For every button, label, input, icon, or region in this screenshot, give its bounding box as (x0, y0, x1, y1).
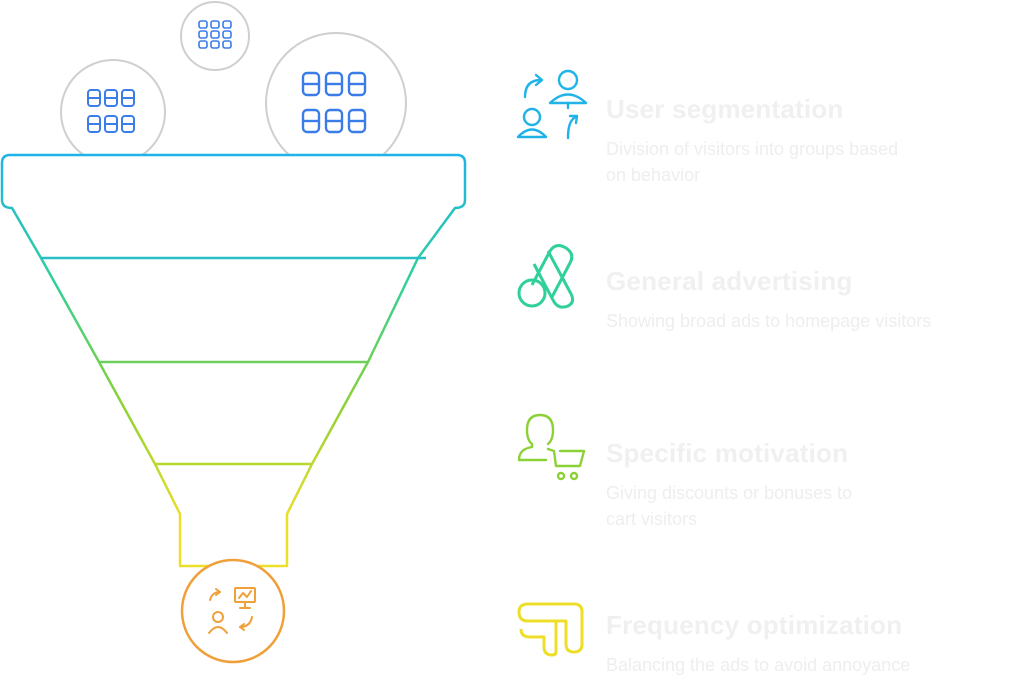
funnel-body (0, 153, 467, 568)
description-line: Giving discounts or bonuses to (606, 483, 853, 503)
grid-icon (198, 20, 232, 49)
step-user-segmentation: User segmentation Division of visitors i… (606, 94, 1016, 188)
step-general-advertising: General advertising Showing broad ads to… (606, 266, 1016, 334)
step-specific-motivation: Specific motivation Giving discounts or … (606, 438, 1016, 532)
step-title: Specific motivation (606, 438, 849, 468)
step-title: Frequency optimization (606, 610, 903, 640)
step-description: Division of visitors into groups based o… (606, 136, 1016, 188)
description-line: Balancing the ads to avoid annoyance (606, 655, 911, 675)
step-description: Giving discounts or bonuses to cart visi… (606, 480, 1016, 532)
description-line: Showing broad ads to homepage visitors (606, 311, 932, 331)
user-dashboard-icon (208, 587, 256, 634)
description-line: Division of visitors into groups based (606, 139, 899, 159)
step-title: User segmentation (606, 94, 844, 124)
step-description: Showing broad ads to homepage visitors (606, 308, 1016, 334)
ads-logo-icon (517, 602, 584, 657)
grid-icon (87, 89, 135, 133)
step-description: Balancing the ads to avoid annoyance (606, 652, 1016, 678)
description-line: on behavior (606, 165, 701, 185)
google-ads-icon (517, 244, 575, 309)
medium-input-circle (60, 59, 166, 165)
user-cart-icon (517, 413, 586, 481)
step-title: General advertising (606, 266, 853, 296)
output-circle (180, 558, 286, 664)
large-input-circle (265, 32, 407, 174)
user-exchange-icon (516, 69, 588, 140)
description-line: cart visitors (606, 509, 698, 529)
step-frequency-optimization: Frequency optimization Balancing the ads… (606, 610, 1016, 678)
grid-icon (301, 71, 367, 134)
small-input-circle (180, 1, 250, 71)
